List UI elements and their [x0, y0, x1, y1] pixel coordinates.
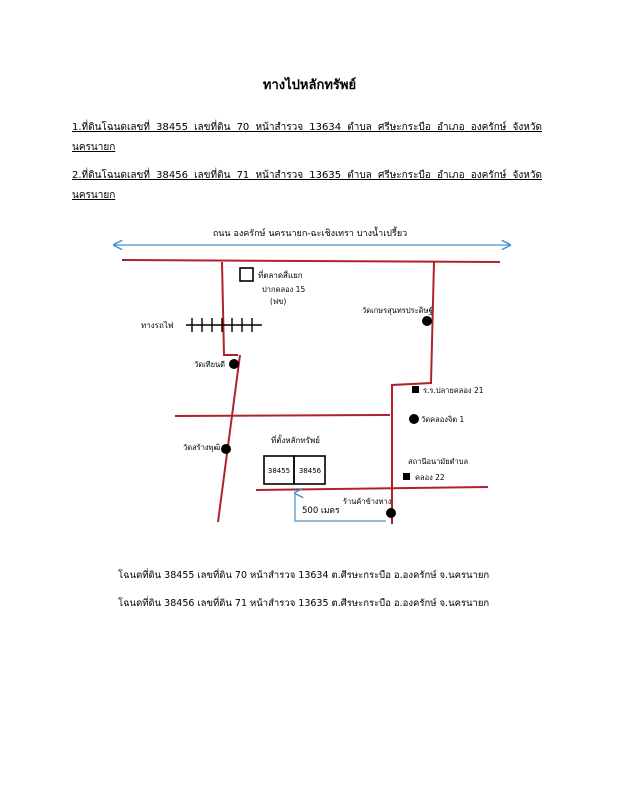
temple-right-marker [422, 316, 432, 326]
school-marker [412, 386, 419, 393]
distance-arrow [295, 493, 386, 522]
parcel-description-1: 1.ที่ดินโฉนดเลขที่ 38455 เลขที่ดิน 70 หน… [72, 122, 542, 153]
health-station-marker [403, 473, 410, 480]
railway-label: ทางรถไฟ [141, 321, 174, 330]
main-road-top [121, 259, 501, 263]
shop-marker [386, 508, 396, 518]
temple-left2-marker [221, 444, 231, 454]
temple-left1-label: วัดเทียนดี [194, 360, 225, 369]
distance-label: 500 เมตร [302, 506, 340, 516]
parcel-area-label: ที่ตั้งหลักทรัพย์ [271, 434, 320, 445]
health-station-label-line1: สถานีอนามัยตำบล [408, 457, 468, 466]
caption-parcel-2: โฉนดที่ดิน 38456 เลขที่ดิน 71 หน้าสำรวจ … [118, 598, 490, 609]
canal-label-line2: (ฟข) [270, 297, 286, 306]
temple-left1-marker [229, 359, 239, 369]
railway-track [186, 318, 262, 332]
caption-parcel-1: โฉนดที่ดิน 38455 เลขที่ดิน 70 หน้าสำรวจ … [118, 570, 490, 581]
temple-khlong-marker [409, 414, 419, 424]
plot-38455-label: 38455 [268, 467, 290, 475]
health-station-label-line2: คลอง 22 [415, 473, 445, 482]
canal-label-line1: ปากคลอง 15 [262, 285, 305, 294]
plot-38456-label: 38456 [299, 467, 322, 475]
market-marker [239, 267, 254, 282]
temple-khlong-label: วัดคลองจิต 1 [421, 415, 465, 424]
road-left-upper [221, 261, 238, 356]
road-middle-horizontal [174, 414, 391, 417]
page-title: ทางไปหลักทรัพย์ [262, 78, 357, 93]
road-name-label: ถนน องครักษ์ นครนายก-ฉะเชิงเทรา บางน้ำเป… [213, 226, 407, 239]
school-label: ร.ร.ปลายคลอง 21 [423, 386, 484, 395]
road-right-vertical [391, 261, 435, 524]
temple-left2-label: วัดสร้างพุฒิ [183, 443, 221, 452]
shop-label: ร้านค้าข้างทาง [343, 497, 392, 506]
road-network [121, 259, 501, 524]
temple-right-label: วัดเกษรสุนทรประดิษฐ์ [362, 306, 433, 315]
plot-38456-box [293, 455, 326, 485]
parcel-description-2: 2.ที่ดินโฉนดเลขที่ 38456 เลขที่ดิน 71 หน… [72, 170, 542, 201]
road-left-diagonal [217, 354, 241, 523]
road-bottom-horizontal [255, 486, 489, 491]
market-label: ที่ตลาดสี่แยก [258, 269, 303, 280]
